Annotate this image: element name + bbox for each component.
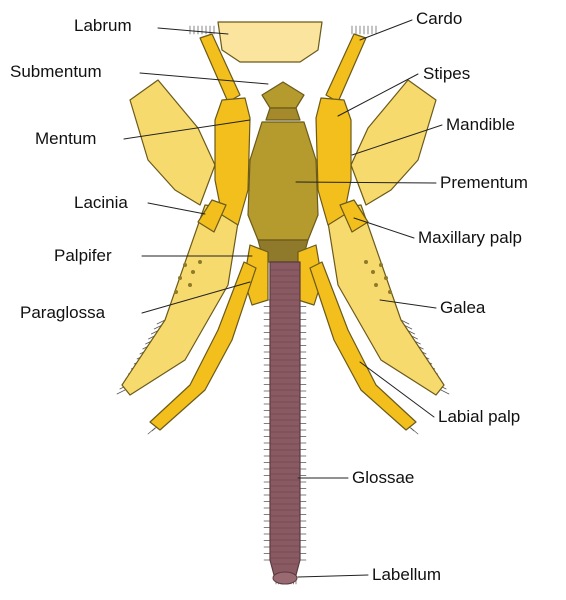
label-palpifer: Palpifer bbox=[54, 246, 112, 266]
label-glossae: Glossae bbox=[352, 468, 414, 488]
label-paraglossa: Paraglossa bbox=[20, 303, 105, 323]
label-mentum: Mentum bbox=[35, 129, 96, 149]
label-submentum: Submentum bbox=[10, 62, 102, 82]
label-mandible: Mandible bbox=[446, 115, 515, 135]
galea-left bbox=[122, 205, 240, 395]
mandible-left bbox=[130, 80, 215, 205]
label-lacinia: Lacinia bbox=[74, 193, 128, 213]
label-labrum: Labrum bbox=[74, 16, 132, 36]
hair bbox=[148, 428, 155, 434]
label-stipes: Stipes bbox=[423, 64, 470, 84]
label-maxillary-palp: Maxillary palp bbox=[418, 228, 522, 248]
label-labellum: Labellum bbox=[372, 565, 441, 585]
cardo-right bbox=[326, 34, 366, 102]
label-prementum: Prementum bbox=[440, 173, 528, 193]
mentum bbox=[266, 108, 300, 120]
hair bbox=[411, 428, 418, 434]
prementum bbox=[248, 122, 318, 240]
label-galea: Galea bbox=[440, 298, 485, 318]
hair bbox=[441, 390, 449, 394]
labrum bbox=[218, 22, 322, 62]
submentum bbox=[262, 82, 304, 108]
hair bbox=[117, 390, 125, 394]
mandible-right bbox=[351, 80, 436, 205]
label-cardo: Cardo bbox=[416, 9, 462, 29]
labellum bbox=[273, 572, 297, 584]
label-labial-palp: Labial palp bbox=[438, 407, 520, 427]
